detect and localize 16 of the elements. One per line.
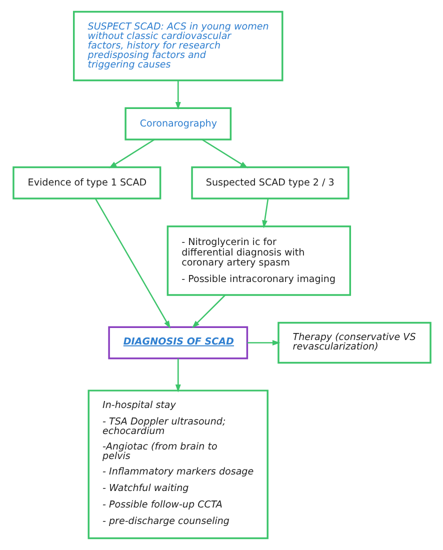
node-box: Suspected SCAD type 2 / 3 <box>190 166 349 200</box>
node-box: DIAGNOSIS OF SCAD <box>108 326 248 360</box>
arrow <box>262 198 268 228</box>
arrow <box>201 139 248 168</box>
node-box: Coronarography <box>124 107 232 140</box>
node-box: In-hospital stay - TSA Doppler ultrasound; echocardium -Angiotac (from brain to pelvis - Inflammatory markers dosage - Watchful waiting - Possible follow-up CCTA - pre-discharge counseling <box>87 390 268 540</box>
arrow <box>174 80 180 110</box>
arrow <box>191 294 226 328</box>
arrow <box>246 340 280 346</box>
node-box: Therapy (conservative VS revascularization) <box>277 322 431 364</box>
node-box: Evidence of type 1 SCAD <box>12 166 161 200</box>
node-box: SUSPECT SCAD: ACS in young women without classic cardiovascular factors, history for research predisposing factors and triggering causes <box>72 10 283 82</box>
arrow <box>94 198 170 329</box>
arrow <box>174 358 180 392</box>
arrow <box>108 139 154 168</box>
node-box: - Nitroglycerin ic for differential diagnosis with coronary artery spasm - Possible intracoronary imaging <box>166 225 351 296</box>
